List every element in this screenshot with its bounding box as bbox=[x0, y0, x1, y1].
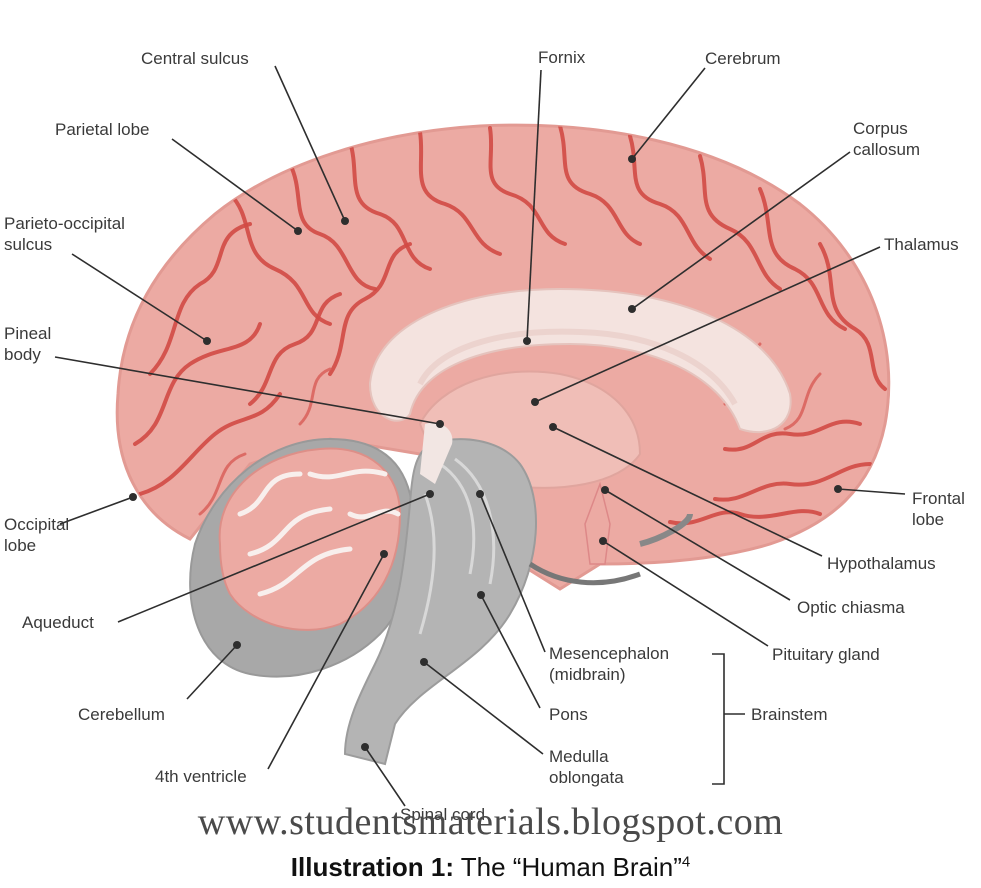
label-pituitary-gland: Pituitary gland bbox=[772, 645, 880, 664]
label-medulla-2: oblongata bbox=[549, 768, 624, 787]
label-occipital-1: Occipital bbox=[4, 515, 69, 534]
label-medulla-1: Medulla bbox=[549, 747, 609, 766]
caption-superscript: 4 bbox=[682, 853, 690, 870]
label-cerebellum: Cerebellum bbox=[78, 705, 165, 724]
label-fornix: Fornix bbox=[538, 48, 586, 67]
label-aqueduct: Aqueduct bbox=[22, 613, 94, 632]
label-thalamus: Thalamus bbox=[884, 235, 959, 254]
label-pons: Pons bbox=[549, 705, 588, 724]
label-hypothalamus: Hypothalamus bbox=[827, 554, 936, 573]
label-optic-chiasma: Optic chiasma bbox=[797, 598, 905, 617]
figure-caption: Illustration 1: The “Human Brain”4 bbox=[0, 852, 981, 883]
label-corpus-callosum-1: Corpus bbox=[853, 119, 908, 138]
label-mesencephalon-1: Mesencephalon bbox=[549, 644, 669, 663]
caption-text: The “Human Brain” bbox=[454, 852, 682, 882]
label-brainstem: Brainstem bbox=[751, 705, 828, 724]
label-pineal-2: body bbox=[4, 345, 41, 364]
label-central-sulcus: Central sulcus bbox=[141, 49, 249, 68]
label-corpus-callosum-2: callosum bbox=[853, 140, 920, 159]
label-4th-ventricle: 4th ventricle bbox=[155, 767, 247, 786]
label-frontal-1: Frontal bbox=[912, 489, 965, 508]
label-parietal-lobe: Parietal lobe bbox=[55, 120, 150, 139]
label-cerebrum: Cerebrum bbox=[705, 49, 781, 68]
label-frontal-2: lobe bbox=[912, 510, 944, 529]
caption-bold: Illustration 1: bbox=[291, 852, 454, 882]
label-parieto-occipital-1: Parieto-occipital bbox=[4, 214, 125, 233]
label-occipital-2: lobe bbox=[4, 536, 36, 555]
label-parieto-occipital-2: sulcus bbox=[4, 235, 52, 254]
label-pineal-1: Pineal bbox=[4, 324, 51, 343]
source-url: www.studentsmaterials.blogspot.com bbox=[0, 800, 981, 844]
label-mesencephalon-2: (midbrain) bbox=[549, 665, 626, 684]
